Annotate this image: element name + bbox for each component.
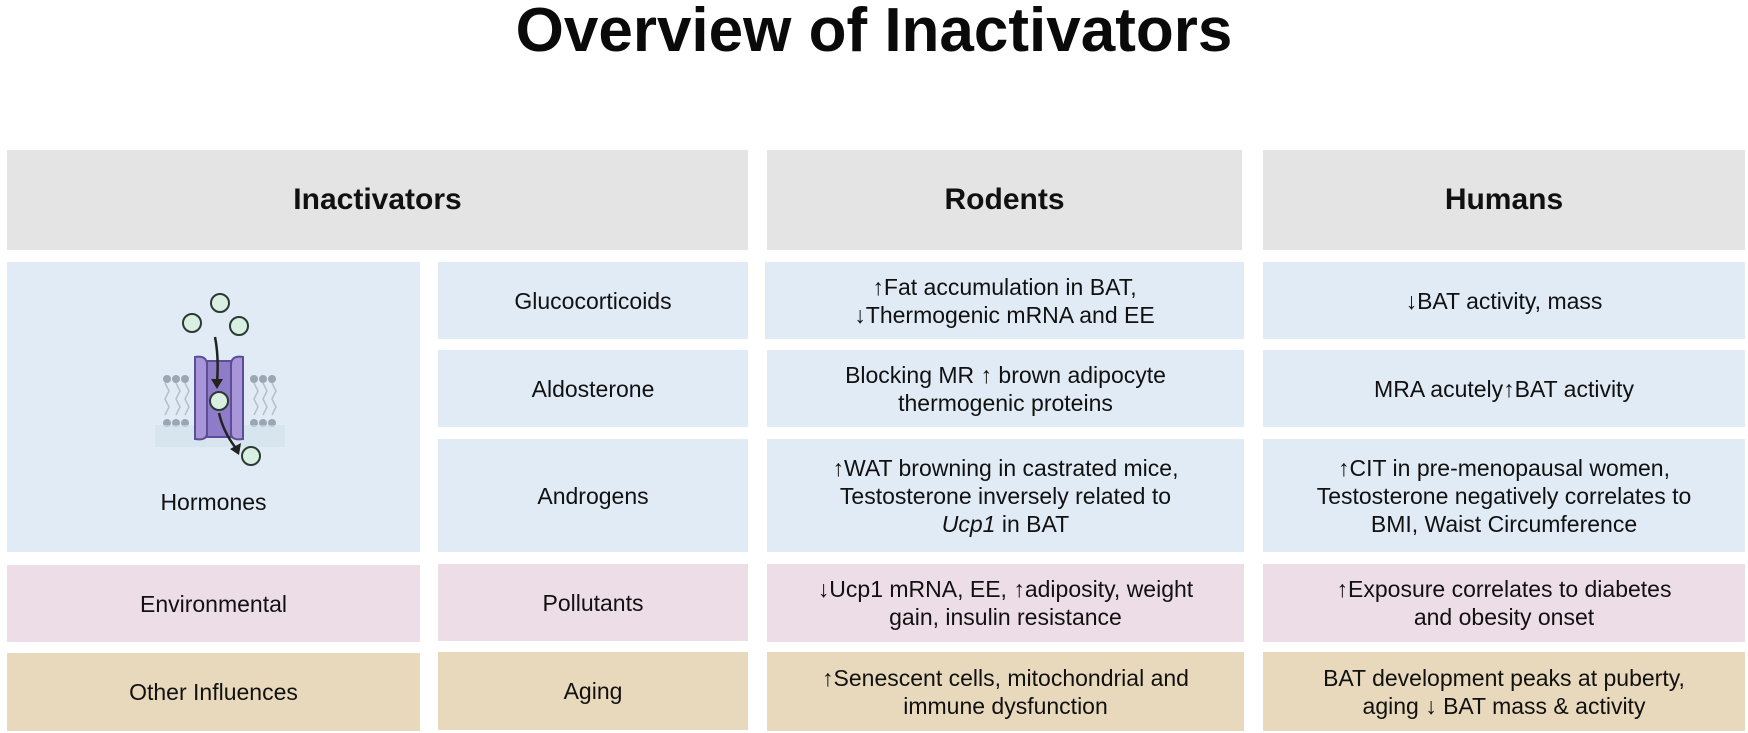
row-aging-rodents: ↑Senescent cells, mitochondrial and immu… (767, 652, 1244, 731)
page-title: Overview of Inactivators (515, 0, 1233, 65)
row-androgens-rodents: ↑WAT browning in castrated mice, Testost… (767, 439, 1244, 552)
row-aging-humans: BAT development peaks at puberty, aging … (1263, 652, 1745, 731)
header-inactivators: Inactivators (7, 150, 748, 250)
row-glucocorticoids-name: Glucocorticoids (438, 262, 748, 339)
row-aging-name: Aging (438, 652, 748, 730)
row-pollutants-rodents: ↓Ucp1 mRNA, EE, ↑adiposity, weight gain,… (767, 564, 1244, 642)
row-pollutants-humans: ↑Exposure correlates to diabetes and obe… (1263, 564, 1745, 642)
row-pollutants-name: Pollutants (438, 564, 748, 641)
row-androgens-humans: ↑CIT in pre-menopausal women, Testostero… (1263, 439, 1745, 552)
category-hormones-label: Hormones (160, 489, 267, 515)
category-environmental: Environmental (7, 565, 420, 642)
row-glucocorticoids-humans: ↓BAT activity, mass (1263, 262, 1745, 339)
row-glucocorticoids-rodents: ↑Fat accumulation in BAT, ↓Thermogenic m… (765, 262, 1244, 339)
row-aldosterone-rodents: Blocking MR ↑ brown adipocyte thermogeni… (767, 350, 1244, 427)
header-humans: Humans (1263, 150, 1745, 250)
category-other-influences: Other Influences (7, 653, 420, 731)
row-aldosterone-humans: MRA acutely↑BAT activity (1263, 350, 1745, 427)
row-aldosterone-name: Aldosterone (438, 350, 748, 427)
row-androgens-name: Androgens (438, 439, 748, 552)
membrane-channel-icon (155, 285, 285, 475)
header-rodents: Rodents (767, 150, 1242, 250)
